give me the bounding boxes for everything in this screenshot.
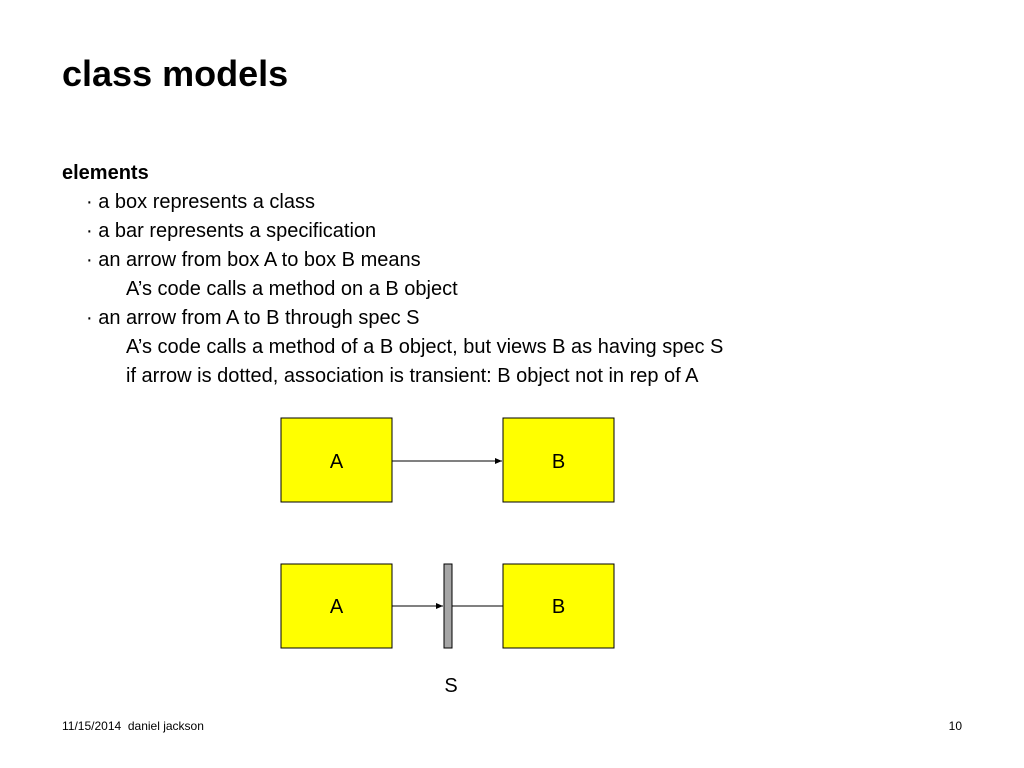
footer-page-number: 10 [948,719,962,733]
bullet-arrow-meaning: · an arrow from box A to box B means [86,249,421,271]
class-box-a-bottom [280,563,393,649]
sub-line-calls-method: A’s code calls a method on a B object [126,278,458,300]
class-box-a-bottom-label: A [330,596,344,618]
class-box-a-top [280,417,393,503]
class-box-a-top-label: A [330,451,344,473]
bullet-box-class: · a box represents a class [86,191,315,213]
footer-author: daniel jackson [127,719,204,733]
footer-date: 11/15/2014 [62,719,122,733]
class-box-b-bottom [502,563,615,649]
spec-bar-s [443,563,453,649]
sub-line-dotted-arrow: if arrow is dotted, association is trans… [126,365,699,387]
slide-title: class models [62,53,289,94]
class-box-b-top-label: B [552,451,565,473]
sub-line-views-spec: A’s code calls a method of a B object, b… [126,336,724,358]
footer-info: 11/15/2014 daniel jackson [62,718,204,734]
bullet-arrow-through-spec: · an arrow from A to B through spec S [86,307,420,329]
spec-bar-s-label: S [444,675,457,697]
slide-body: elements · a box represents a class · a … [62,159,723,391]
section-heading: elements [62,162,149,184]
bullet-bar-spec: · a bar represents a specification [86,220,377,242]
class-box-b-top [502,417,615,503]
class-box-b-bottom-label: B [552,596,565,618]
